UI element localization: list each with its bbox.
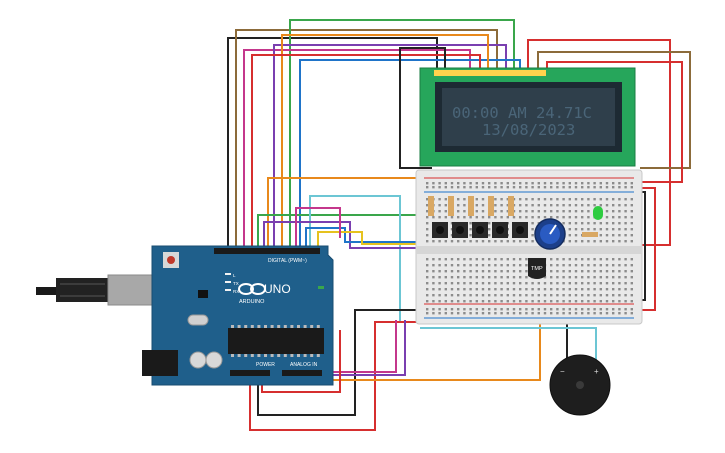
breadboard-holes <box>426 182 633 315</box>
wire-red-5v-bottom[interactable] <box>249 321 430 431</box>
wire-red-lcd[interactable] <box>251 54 481 252</box>
push-button-5[interactable] <box>512 222 528 238</box>
brand-label: ARDUINO <box>239 299 265 305</box>
buzzer-minus: − <box>560 367 565 376</box>
crystal <box>187 314 209 326</box>
potentiometer[interactable] <box>534 218 566 250</box>
wire-blue-lcd[interactable] <box>299 59 521 252</box>
chip-pins <box>231 325 320 357</box>
wire-purple-a1[interactable] <box>300 320 406 376</box>
resistor-2 <box>448 196 454 216</box>
resistors <box>428 196 598 237</box>
l-label: L <box>233 273 236 278</box>
wire-pink-btn[interactable] <box>295 207 341 252</box>
digital-header-label: DIGITAL (PWM~) <box>268 258 307 264</box>
model-label: UNO <box>264 282 291 296</box>
tx-label: TX <box>233 281 239 286</box>
analog-header <box>282 370 322 376</box>
buzzer-plus: + <box>594 367 599 376</box>
power-label: POWER <box>256 362 275 368</box>
usb-cable-end <box>36 287 56 295</box>
wire-purple-lcd[interactable] <box>273 44 507 252</box>
wire-brown-lcd[interactable] <box>235 29 498 252</box>
wire-yellow-btn[interactable] <box>317 231 520 252</box>
resistor-3 <box>468 196 474 216</box>
atmega-chip <box>228 328 324 354</box>
arduino-logo: UNO ARDUINO <box>238 282 291 305</box>
wire-cyan-btn[interactable] <box>309 195 401 322</box>
breadboard-center-channel <box>416 246 642 254</box>
wire-brown-lcd-rail[interactable] <box>537 51 691 169</box>
analog-label: ANALOG IN <box>290 362 318 368</box>
lcd-pin-header <box>434 70 546 76</box>
usb-cable <box>36 274 159 306</box>
wire-green-lcd[interactable] <box>289 19 515 252</box>
push-button-1[interactable] <box>432 222 448 238</box>
usb-plug-body <box>56 278 108 302</box>
reset-button-cap <box>167 256 175 264</box>
wire-black-lcd[interactable] <box>227 37 438 252</box>
resistor-4 <box>488 196 494 216</box>
temperature-sensor[interactable]: TMP <box>528 258 546 279</box>
lcd-line-1: 00:00 AM 24.71C <box>452 104 592 122</box>
resistor-led <box>582 232 598 237</box>
piezo-buzzer[interactable]: − + <box>549 354 611 416</box>
wire-black-lcd-gnd[interactable] <box>399 47 446 169</box>
push-button-3[interactable] <box>472 222 488 238</box>
digital-header <box>214 248 320 254</box>
push-buttons[interactable] <box>432 222 528 238</box>
sensor-label: TMP <box>531 266 543 272</box>
wire-red-contrast[interactable] <box>546 61 683 183</box>
lcd-screen <box>442 88 615 146</box>
wire-orange-lcd[interactable] <box>281 34 489 252</box>
arduino-uno[interactable]: DIGITAL (PWM~) UNO ARDUINO TX RX L POW <box>142 245 334 386</box>
push-button-4[interactable] <box>492 222 508 238</box>
wire-black-gnd-bottom[interactable] <box>257 309 420 416</box>
lcd-line-2: 13/08/2023 <box>482 121 575 139</box>
wire-pink-a2[interactable] <box>304 320 397 373</box>
usb-plug-metal <box>107 274 159 306</box>
led-green[interactable] <box>593 206 603 220</box>
resistor-1 <box>428 196 434 216</box>
push-button-2[interactable] <box>452 222 468 238</box>
capacitor-2 <box>205 351 223 369</box>
breadboard[interactable] <box>415 169 643 325</box>
power-led <box>318 286 324 289</box>
lcd-module[interactable]: 00:00 AM 24.71C 13/08/2023 <box>419 67 636 167</box>
wire-cyan-buzzer[interactable] <box>420 327 597 360</box>
rx-label: RX <box>233 289 239 294</box>
power-header <box>230 370 270 376</box>
dc-jack <box>142 350 178 376</box>
capacitor-1 <box>189 351 207 369</box>
usb-chip <box>198 290 208 298</box>
resistor-5 <box>508 196 514 216</box>
